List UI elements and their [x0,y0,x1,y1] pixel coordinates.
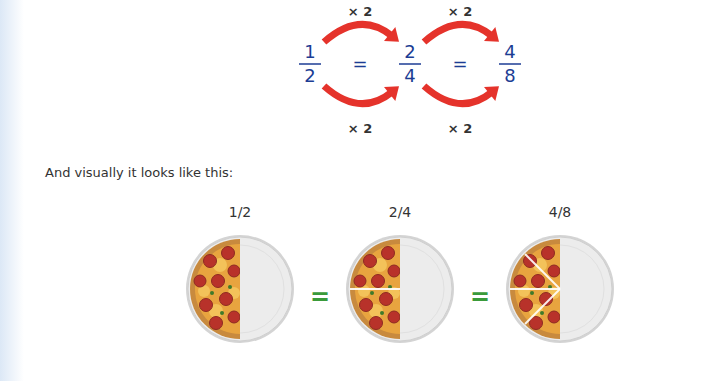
equals-sign: = [310,285,330,309]
pizza-eighths [506,235,614,343]
pizza-quarters [346,235,454,343]
side-stripe [0,0,24,381]
pizza-fraction-label: 2/4 [389,205,412,219]
equals-sign: = [452,55,467,73]
arrow-curve [324,86,392,104]
fraction-numerator: 4 [504,43,515,61]
pizza-fraction-label: 1/2 [229,205,252,219]
arrow-head [384,86,399,101]
arrow-curve [424,24,492,42]
equals-sign: = [352,55,367,73]
multiplier-label: × 2 [348,5,372,18]
fraction-numerator: 1 [304,43,315,61]
fraction-denominator: 4 [404,67,415,85]
arrow-head [384,27,399,42]
fraction-denominator: 8 [504,67,515,85]
multiplier-label: × 2 [448,5,472,18]
equals-sign: = [470,285,490,309]
arrow-head [484,86,499,101]
multiply-arrows [324,24,499,103]
intro-text: And visually it looks like this: [45,166,233,179]
fraction-bars [299,64,521,65]
fraction-denominator: 2 [304,67,315,85]
arrow-curve [324,24,392,42]
pizza-cuts [350,254,560,324]
pizza-half [186,235,294,343]
multiplier-label: × 2 [448,122,472,135]
arrow-curve [424,86,492,104]
multiplier-label: × 2 [348,122,372,135]
pizza-fraction-label: 4/8 [549,205,572,219]
fraction-numerator: 2 [404,43,415,61]
arrow-head [484,27,499,42]
